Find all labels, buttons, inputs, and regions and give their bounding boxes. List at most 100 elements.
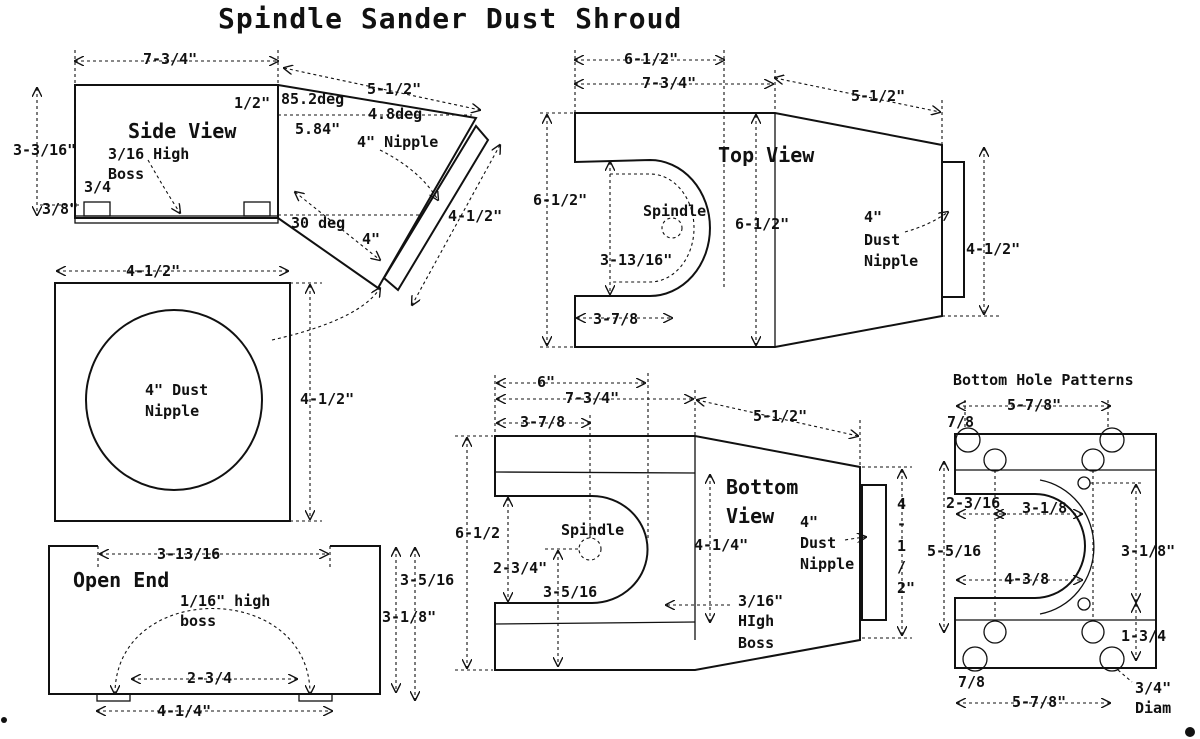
bottom-view-nipple-label: Dust: [800, 534, 836, 552]
top-view-nipple-label: Dust: [864, 231, 900, 249]
open-end-height2: 3-1/8": [382, 608, 436, 626]
top-view-slope: 5-1/2": [851, 87, 905, 105]
hole-patterns-c: 4-3/8: [1004, 570, 1049, 588]
leader-line: [379, 149, 438, 200]
nipple-view-label: 4" Dust: [145, 381, 208, 399]
side-view-angle1: 85.2deg: [281, 90, 344, 108]
side-view-angle2: 4.8deg: [368, 105, 422, 123]
open-end-heading: Open End: [73, 568, 169, 592]
bottom-view-nipple: [861, 484, 887, 621]
dim-line: [775, 78, 940, 112]
top-view-slot-depth: 3-7/8: [593, 310, 638, 328]
nipple-view-label: Nipple: [145, 402, 199, 420]
bottom-view-inner: 4-1/4": [694, 536, 748, 554]
side-view-boss-width: 3/4: [84, 178, 111, 196]
open-end-outer: 4-1/4": [157, 702, 211, 720]
side-view: Side View 7-3/4" 3-3/16" 3/4 3/8" 3/16 H…: [13, 50, 502, 341]
open-end-inner: 2-3/4: [187, 669, 232, 687]
bottom-view-nipple-dim: 1: [897, 537, 906, 555]
hole-patterns-heading: Bottom Hole Patterns: [953, 371, 1134, 389]
open-end-boss-right: [298, 693, 333, 702]
nipple-view-circle: [85, 309, 263, 491]
bottom-view-boss-line: [494, 621, 696, 625]
nipple-view: 4-1/2" 4-1/2" 4" Dust Nipple: [54, 262, 354, 522]
side-view-boss-right: [243, 201, 271, 217]
open-end-boss-note: boss: [180, 612, 216, 630]
corner-dot: [1, 717, 7, 723]
leader-line: [844, 537, 866, 540]
hole-patterns-outline: [954, 433, 1157, 669]
top-view-nipple-label: Nipple: [864, 252, 918, 270]
hole-circle: [983, 620, 1007, 644]
bottom-view-nipple-dim: 2": [897, 579, 915, 597]
hole-patterns-right: 3-1/8": [1121, 542, 1175, 560]
bottom-view-slot-depth: 3-7/8: [520, 413, 565, 431]
hole-patterns-left-top: 7/8: [947, 413, 974, 431]
top-view-top1: 6-1/2": [624, 50, 678, 68]
hole-patterns-diam: 3/4": [1135, 679, 1171, 697]
top-view-outline: [574, 112, 943, 348]
top-view-heading: Top View: [718, 143, 815, 167]
open-end-opening: 3-13/16: [157, 545, 220, 563]
bottom-view-heading: Bottom: [726, 475, 798, 499]
page-title: Spindle Sander Dust Shroud: [218, 2, 682, 35]
bottom-view: Bottom View 6" 7-3/4" 3-7/8 5-1/2" 6-1/2…: [455, 373, 915, 671]
bottom-view-spindle: [578, 537, 602, 561]
top-view-top2: 7-3/4": [642, 74, 696, 92]
top-view: Top View 6-1/2" 7-3/4" 5-1/2" 6-1/2" 6-1…: [533, 50, 1020, 348]
bottom-view-outline: [494, 435, 861, 671]
side-view-boss-left: [83, 201, 111, 217]
side-view-nipple-note: 4" Nipple: [357, 133, 438, 151]
boss-arc: [115, 608, 310, 695]
hole-circle-small: [1077, 597, 1091, 611]
hole-circle: [962, 646, 988, 672]
top-view-spindle-label: Spindle: [643, 202, 706, 220]
bottom-view-slope: 5-1/2": [753, 407, 807, 425]
bottom-view-nipple-label: Nipple: [800, 555, 854, 573]
bottom-view-boss-note: Boss: [738, 634, 774, 652]
hole-patterns-diam: Diam: [1135, 699, 1171, 717]
bottom-view-heading: View: [726, 504, 775, 528]
bottom-view-top2: 7-3/4": [565, 389, 619, 407]
bottom-view-nipple-label: 4": [800, 513, 818, 531]
top-view-slot: 3-13/16": [600, 251, 672, 269]
side-view-nipple-length: 4-1/2": [448, 207, 502, 225]
side-view-rise: 1/2": [234, 94, 270, 112]
side-view-height: 3-3/16": [13, 141, 76, 159]
side-view-offset: 4": [362, 230, 380, 248]
hole-circle-small: [1077, 476, 1091, 490]
leader-line: [1117, 669, 1133, 683]
hole-circle: [1099, 427, 1125, 453]
bottom-view-spindle-label: Spindle: [561, 521, 624, 539]
bottom-view-nipple-dim: /: [897, 558, 906, 576]
hole-patterns-left-bottom: 7/8: [958, 673, 985, 691]
bottom-view-radius: 3-5/16: [543, 583, 597, 601]
corner-dot: [1185, 727, 1195, 737]
side-view-body: [74, 84, 279, 219]
side-view-boss-note: Boss: [108, 165, 144, 183]
bottom-view-boss-note: HIgh: [738, 612, 774, 630]
top-view-spindle: [661, 217, 683, 239]
top-view-slot-inner: [610, 173, 695, 283]
bottom-view-height: 6-1/2: [455, 524, 500, 542]
side-view-base: [74, 215, 279, 224]
leader-line: [147, 159, 180, 213]
hole-patterns-top: 5-7/8": [1007, 396, 1061, 414]
hole-patterns-a: 2-3/16: [946, 494, 1000, 512]
hole-circle: [1099, 646, 1125, 672]
nipple-view-height: 4-1/2": [300, 390, 354, 408]
side-view-angle3: 30 deg: [291, 214, 345, 232]
bottom-view-top1: 6": [537, 373, 555, 391]
hole-patterns-right-low: 1-3/4: [1121, 627, 1166, 645]
bottom-view-slot: 2-3/4": [493, 559, 547, 577]
open-end-boss-left: [96, 693, 131, 702]
leader-line: [904, 212, 948, 233]
top-view-height: 6-1/2": [533, 191, 587, 209]
top-view-nipple: [941, 161, 965, 298]
top-view-nipple-height: 4-1/2": [966, 240, 1020, 258]
top-view-inner-height: 6-1/2": [735, 215, 789, 233]
hole-circle: [983, 448, 1007, 472]
top-view-nipple-label: 4": [864, 208, 882, 226]
hole-patterns-height: 5-5/16: [927, 542, 981, 560]
dim-line: [295, 192, 380, 260]
